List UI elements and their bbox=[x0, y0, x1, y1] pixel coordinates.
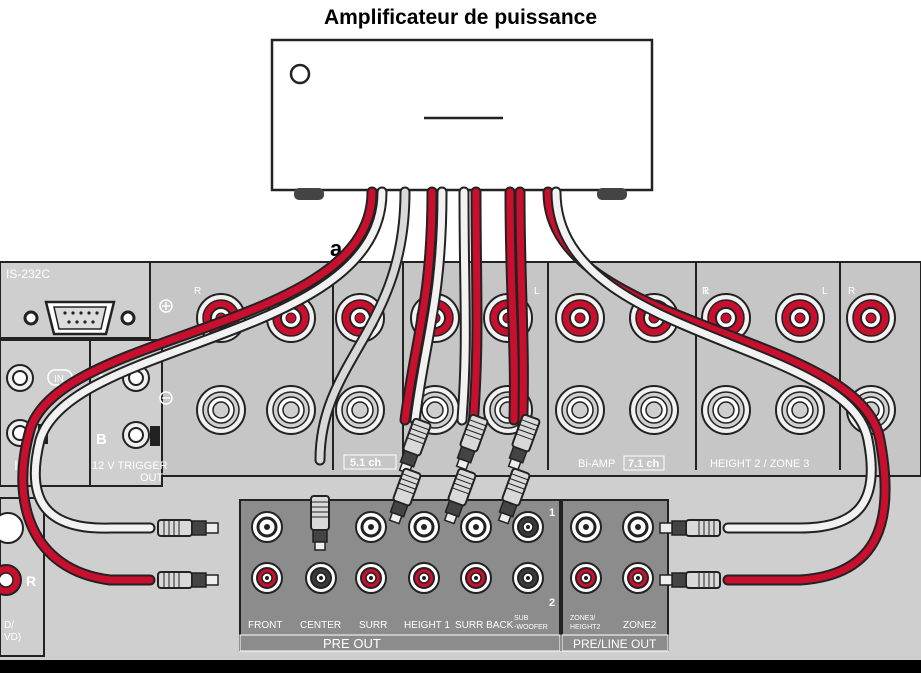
preout-subwoofer-2: -WOOFER bbox=[514, 624, 548, 631]
label-height2-zone3: HEIGHT 2 / ZONE 3 bbox=[710, 458, 809, 470]
preout-front: FRONT bbox=[248, 620, 282, 631]
rca-cables bbox=[17, 186, 891, 586]
power-amplifier bbox=[270, 38, 654, 200]
preout-surrback: SURR BACK bbox=[455, 620, 514, 631]
spk-r-label-3: R bbox=[848, 286, 855, 297]
left-cut-text-2: VD) bbox=[4, 632, 21, 643]
amplifier-title: Amplificateur de puissance bbox=[323, 6, 598, 29]
rs232-label: IS-232C bbox=[6, 267, 50, 281]
trigger-b-jack bbox=[122, 421, 160, 449]
preline-zone2: ZONE2 bbox=[623, 620, 657, 631]
preline-zone3-2: HEIGHT2 bbox=[570, 624, 600, 631]
preline-section-label: PRE/LINE OUT bbox=[573, 637, 657, 651]
spk-l-label-2: L bbox=[534, 286, 540, 297]
left-r-label: R bbox=[26, 573, 36, 589]
spk-r-label-2: R bbox=[702, 286, 709, 297]
trigger-b-label: B bbox=[96, 431, 107, 448]
preout-num1: 1 bbox=[549, 507, 555, 519]
preline-zone3-1: ZONE3/ bbox=[570, 615, 595, 622]
trigger-out-text: OUT bbox=[140, 472, 164, 484]
label-biamp: Bi-AMP bbox=[578, 458, 615, 470]
left-cut-text-1: D/ bbox=[4, 620, 14, 631]
preout-height1: HEIGHT 1 bbox=[404, 620, 450, 631]
ground-symbol bbox=[159, 299, 173, 405]
left-edge-jack-red bbox=[0, 564, 22, 596]
label-71ch: 7.1 ch bbox=[628, 458, 659, 470]
label-51ch: 5.1 ch bbox=[350, 457, 381, 469]
preout-num2: 2 bbox=[549, 597, 555, 609]
pre-out-block bbox=[239, 499, 669, 652]
spk-l-label-4: L bbox=[822, 286, 828, 297]
left-edge-jack-white bbox=[0, 512, 24, 544]
rs232-port bbox=[23, 300, 136, 336]
spk-r-label: R bbox=[194, 286, 201, 297]
preout-surr: SURR bbox=[359, 620, 387, 631]
spk-l-label-3: L bbox=[704, 286, 710, 297]
power-knob-icon bbox=[289, 63, 311, 85]
preout-section-label: PRE OUT bbox=[323, 636, 381, 651]
preout-subwoofer-1: SUB bbox=[514, 615, 529, 622]
trigger-text: 12 V TRIGGER bbox=[92, 460, 168, 472]
in-label: IN bbox=[54, 374, 64, 385]
preout-center: CENTER bbox=[300, 620, 341, 631]
